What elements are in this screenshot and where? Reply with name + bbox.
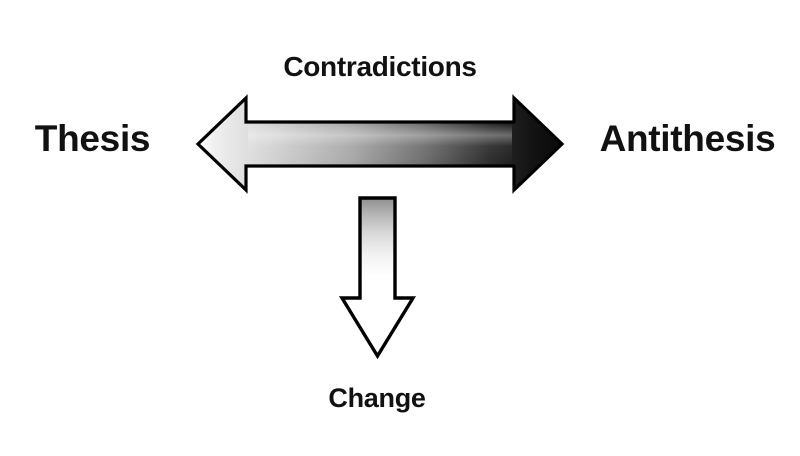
label-thesis: Thesis: [34, 118, 151, 159]
label-change: Change: [328, 383, 426, 413]
down-arrow-svg: [338, 196, 417, 360]
down-arrow-shape: [338, 196, 417, 360]
horizontal-double-arrow-icon: [190, 90, 570, 198]
down-arrow-icon: [330, 192, 426, 364]
horizontal-arrow-svg: [195, 94, 565, 194]
horizontal-arrow-sheen: [248, 124, 512, 164]
label-antithesis: Antithesis: [599, 118, 776, 159]
label-contradictions: Contradictions: [283, 51, 477, 82]
